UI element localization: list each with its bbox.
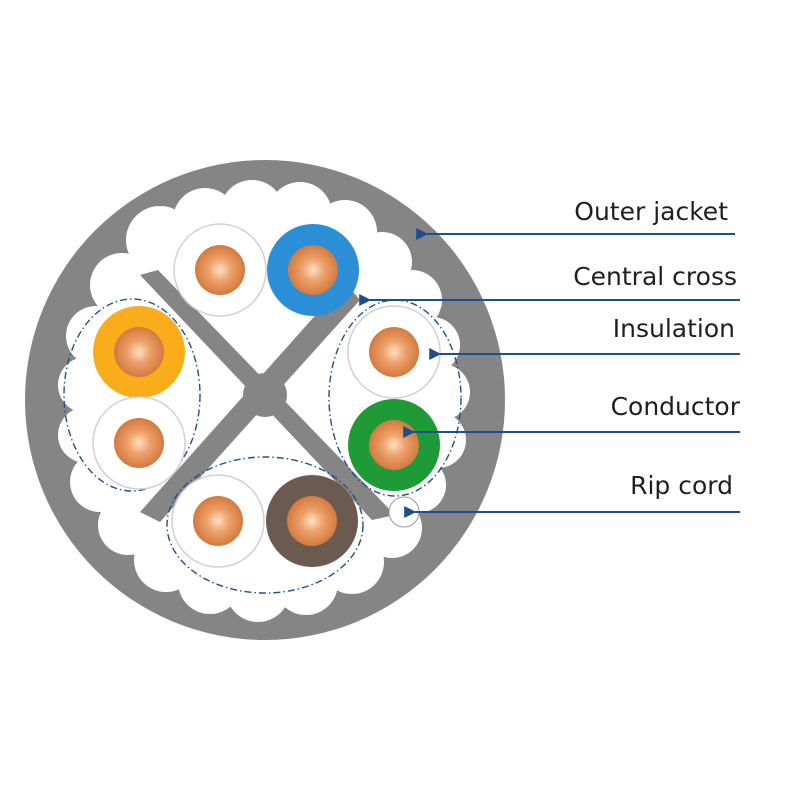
conductor-core bbox=[114, 327, 164, 377]
pair-boundary-left bbox=[63, 298, 201, 492]
wire-bottom-brown bbox=[266, 475, 358, 567]
conductor-core bbox=[369, 327, 419, 377]
label-outer-jacket: Outer jacket bbox=[574, 197, 728, 226]
wire-right-green bbox=[348, 399, 440, 491]
conductor-core bbox=[193, 496, 243, 546]
conductor-core bbox=[288, 245, 338, 295]
label-insulation: Insulation bbox=[613, 314, 735, 343]
leader-lines bbox=[359, 228, 740, 518]
label-central-cross: Central cross bbox=[573, 262, 737, 291]
label-rip-cord: Rip cord bbox=[630, 471, 733, 500]
conductor-core bbox=[195, 245, 245, 295]
conductor-core bbox=[287, 496, 337, 546]
pair-boundary-right bbox=[328, 299, 462, 497]
wire-top-left bbox=[173, 223, 267, 317]
pair-boundary-bottom bbox=[166, 456, 364, 594]
rip-cord bbox=[388, 496, 420, 528]
central-cross bbox=[140, 270, 395, 522]
conductor-core bbox=[114, 418, 164, 468]
wire-top-right-blue bbox=[267, 224, 359, 316]
pair-boundaries bbox=[63, 298, 462, 594]
wire-left-white bbox=[92, 396, 186, 490]
wire-left-orange bbox=[93, 306, 185, 398]
conductor-core bbox=[369, 420, 419, 470]
labels: Outer jacket Central cross Insulation Co… bbox=[573, 197, 741, 500]
wires bbox=[92, 223, 441, 568]
wire-right-white bbox=[347, 305, 441, 399]
wire-bottom-white bbox=[171, 474, 265, 568]
label-conductor: Conductor bbox=[611, 392, 741, 421]
